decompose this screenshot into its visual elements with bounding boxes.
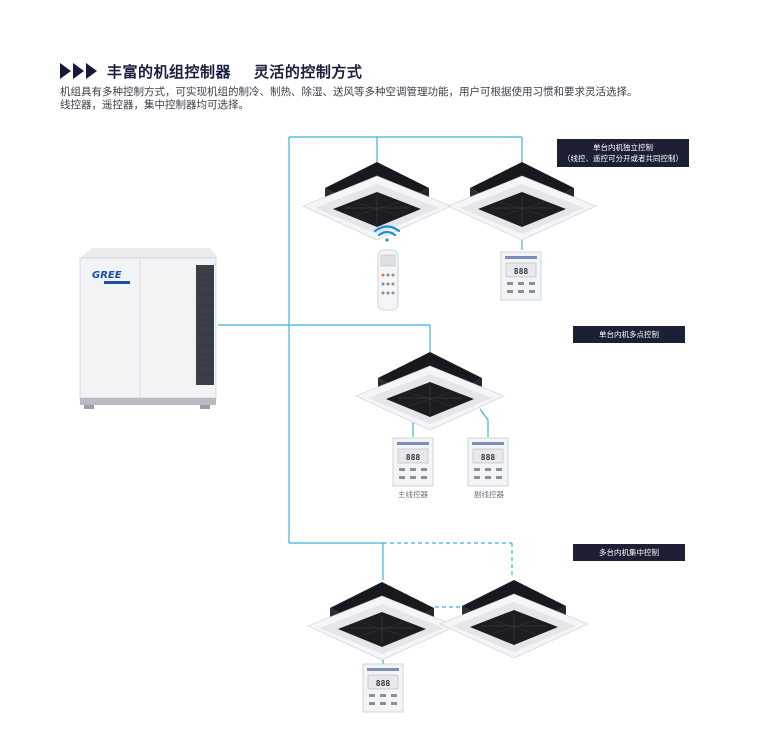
section-label-central: 多台内机集中控制 bbox=[573, 544, 685, 561]
indoor-unit-cassette-1 bbox=[302, 161, 452, 241]
sub-wired-controller bbox=[467, 437, 509, 487]
wifi-icon bbox=[373, 225, 401, 242]
wired-controller-central bbox=[362, 663, 404, 713]
description-line-1: 机组具有多种控制方式，可实现机组的制冷、制热、除湿、送风等多种空调管理功能，用户… bbox=[60, 86, 638, 98]
main-wired-controller bbox=[392, 437, 434, 487]
title-row: 丰富的机组控制器 灵活的控制方式 bbox=[60, 58, 750, 84]
brand-logo: GREE bbox=[92, 270, 122, 281]
indoor-unit-cassette-5 bbox=[439, 579, 589, 659]
indoor-unit-cassette-2 bbox=[447, 161, 597, 241]
description: 机组具有多种控制方式，可实现机组的制冷、制热、除湿、送风等多种空调管理功能，用户… bbox=[60, 86, 750, 112]
indoor-unit-cassette-3 bbox=[355, 351, 505, 431]
section-label-independent: 单台内机独立控制 （线控、遥控可分开或者共同控制） bbox=[557, 139, 689, 167]
chevron-arrows-icon bbox=[60, 63, 99, 79]
description-line-2: 线控器，遥控器，集中控制器均可选择。 bbox=[60, 99, 249, 111]
section-label-multipoint: 单台内机多点控制 bbox=[573, 326, 685, 343]
page-title: 丰富的机组控制器 灵活的控制方式 bbox=[107, 62, 363, 81]
wired-controller-1 bbox=[500, 251, 542, 301]
outdoor-unit-icon: GREE bbox=[79, 248, 218, 409]
indoor-unit-cassette-4 bbox=[307, 581, 457, 661]
header: 丰富的机组控制器 灵活的控制方式 机组具有多种控制方式，可实现机组的制冷、制热、… bbox=[60, 58, 750, 112]
remote-controller-icon bbox=[377, 249, 399, 311]
main-controller-caption: 主线控器 bbox=[398, 490, 428, 499]
sub-controller-caption: 副线控器 bbox=[474, 490, 504, 499]
